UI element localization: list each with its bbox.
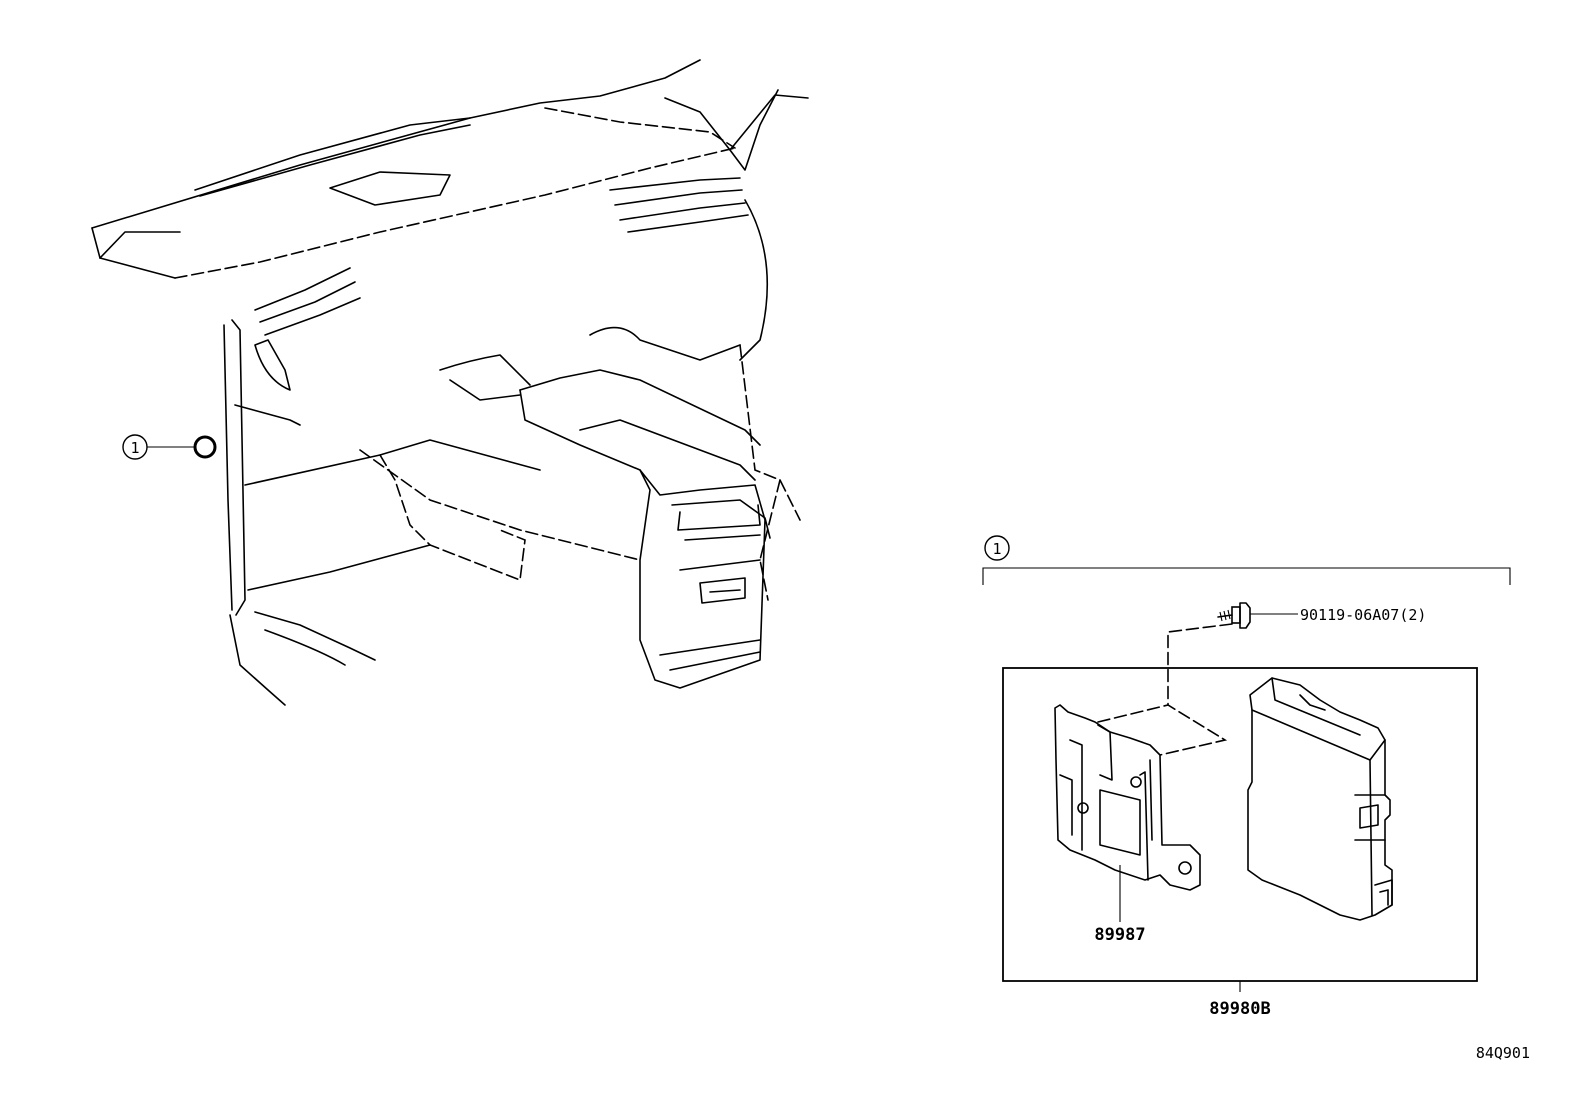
assembly-part-number: 89980B [1209,999,1270,1019]
dashboard-illustration [91,59,809,706]
bracket-icon [1054,704,1228,922]
group-bracket-line [982,567,1511,585]
control-unit-icon [1247,677,1393,921]
group-callout: 1 [982,535,1511,585]
bolt-icon [1217,602,1298,629]
figure-code: 84Q901 [1476,1044,1530,1062]
callout-circle-group [984,535,1010,561]
connector-location-marker [193,435,217,459]
bolt-part-number: 90119-06A07(2) [1300,606,1426,624]
left-callout: 1 [122,434,217,460]
bracket-part-number: 89987 [1094,925,1145,945]
callout-number-left: 1 [130,439,139,457]
callout-number-group: 1 [992,540,1001,558]
